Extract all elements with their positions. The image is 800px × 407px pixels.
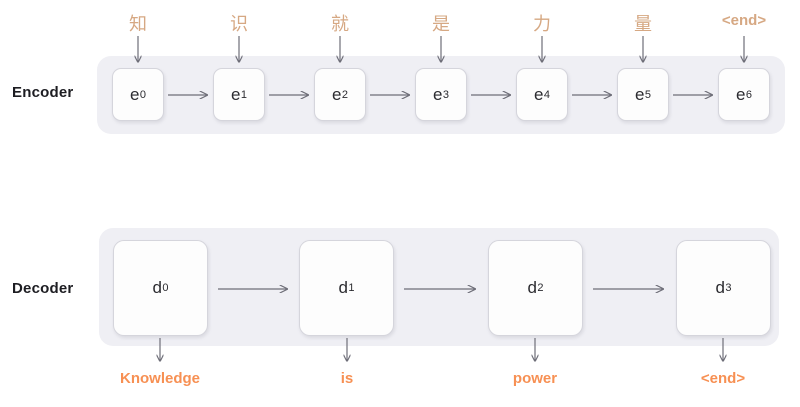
encoder-cell-4-base: e (533, 84, 544, 104)
decoder-cell-2-base: d (527, 278, 537, 297)
encoder-input-token-2: 就 (331, 14, 349, 34)
decoder-output-token-3: <end> (700, 370, 746, 387)
encoder-input-token-6: <end> (721, 12, 767, 29)
decoder-cell-2-index: 2 (537, 282, 544, 294)
decoder-cell-1-index: 1 (348, 282, 355, 294)
encoder-cell-1-base: e (230, 84, 241, 104)
encoder-input-token-1: 识 (230, 14, 248, 34)
decoder-output-token-1: is (340, 370, 354, 387)
encoder-cell-3-base: e (432, 84, 443, 104)
encoder-cell-6-index: 6 (745, 88, 753, 101)
encoder-cell-5-index: 5 (644, 88, 652, 101)
decoder-cell-1-base: d (338, 278, 348, 297)
encoder-cell-3-index: 3 (442, 88, 450, 101)
encoder-cell-2-index: 2 (341, 88, 349, 101)
encoder-cell-1-index: 1 (240, 88, 248, 101)
encoder-cell-4-index: 4 (543, 88, 551, 101)
decoder-output-token-0: Knowledge (119, 370, 201, 387)
decoder-row-label: Decoder (12, 280, 74, 297)
decoder-output-token-2: power (512, 370, 558, 387)
encoder-cell-6-base: e (735, 84, 746, 104)
encoder-input-token-0: 知 (129, 14, 147, 34)
encoder-input-token-5: 量 (634, 14, 652, 34)
encoder-input-token-3: 是 (432, 14, 450, 34)
encoder-cell-0-base: e (129, 84, 140, 104)
encoder-cell-2-base: e (331, 84, 342, 104)
encoder-cell-5-base: e (634, 84, 645, 104)
encoder-cell-0-index: 0 (139, 88, 147, 101)
encoder-row-label: Encoder (12, 84, 74, 101)
decoder-panel (99, 228, 779, 346)
decoder-cell-3-index: 3 (725, 282, 732, 294)
decoder-cell-3-base: d (715, 278, 725, 297)
decoder-cell-0-base: d (152, 278, 162, 297)
encoder-input-token-4: 力 (533, 14, 551, 34)
decoder-cell-0-index: 0 (162, 282, 169, 294)
